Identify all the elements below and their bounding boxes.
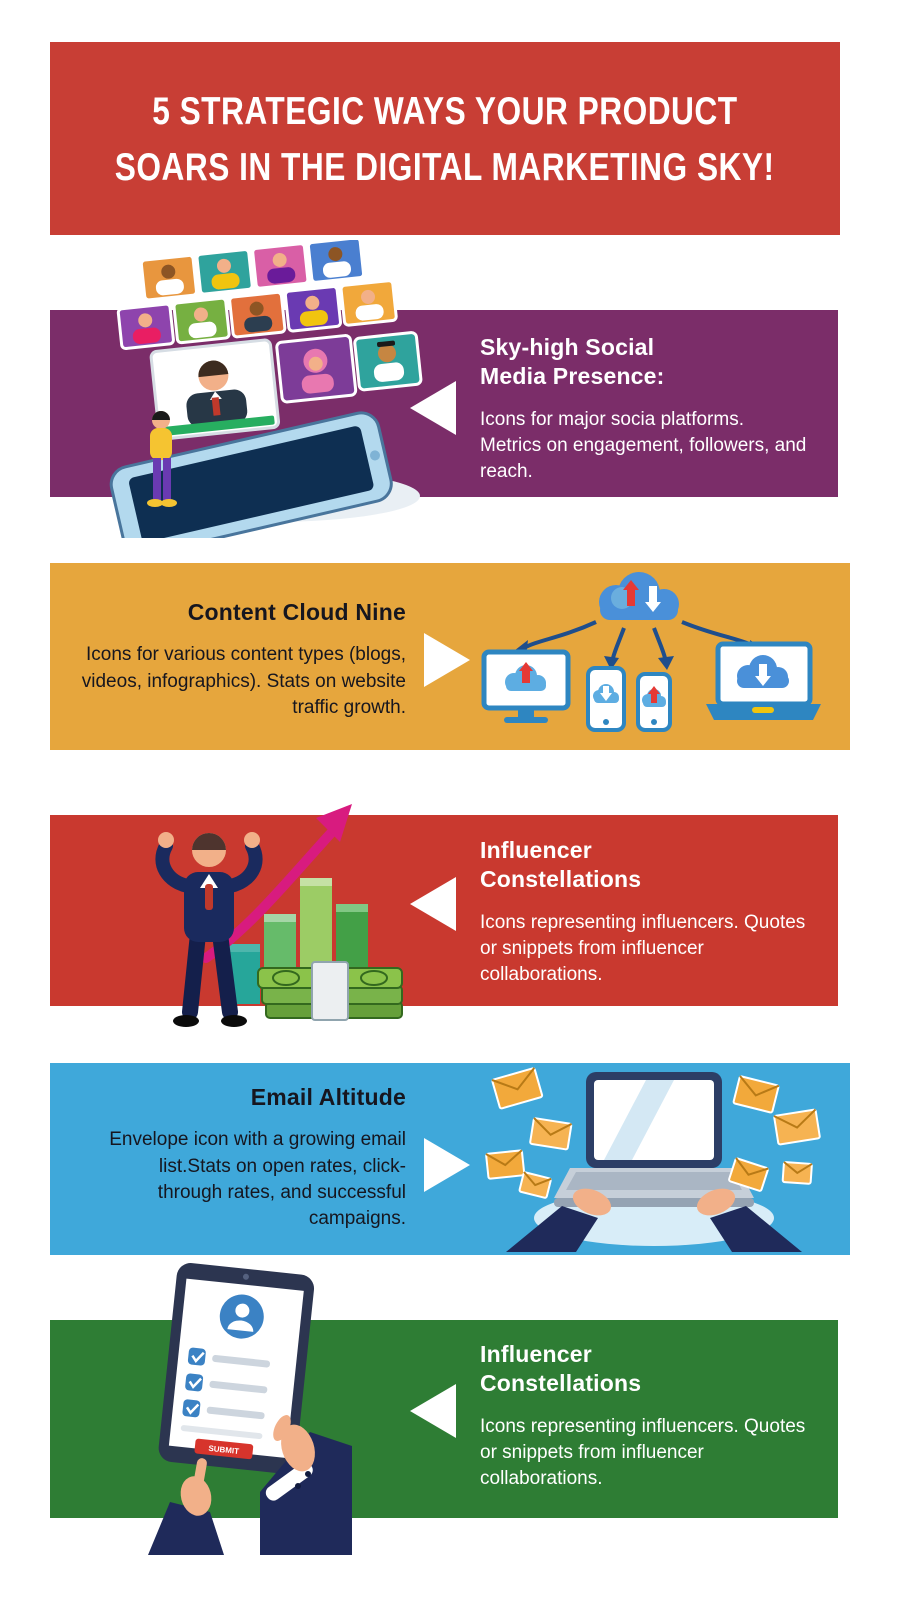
upload-arrow-icon	[623, 580, 639, 606]
arrow-left-icon	[410, 381, 456, 435]
content-distribution-illustration	[481, 572, 821, 732]
hands-typing	[506, 1188, 802, 1252]
section-title: Content Cloud Nine	[187, 599, 406, 625]
svg-text:SUBMIT: SUBMIT	[208, 1444, 240, 1456]
envelope-icons	[485, 1067, 821, 1199]
arrow-left-icon	[410, 877, 456, 931]
arrow-right-icon	[424, 1138, 470, 1192]
cloud-icon	[599, 572, 679, 620]
section-body: Icons representing influencers. Quotes o…	[480, 1415, 806, 1490]
businessman-icon	[155, 832, 263, 1027]
arrow-right-icon	[424, 633, 470, 687]
section-title: Influencer Constellations	[480, 1341, 642, 1397]
laptop-icon	[554, 1072, 754, 1207]
influencer-growth-illustration	[155, 804, 403, 1027]
influencer-text-block: Influencer Constellations Icons represen…	[480, 836, 815, 989]
email-campaign-illustration	[485, 1067, 821, 1252]
section-title: Email Altitude	[250, 1084, 406, 1110]
checklist	[180, 1347, 271, 1440]
tablet-checklist-illustration: SUBMIT	[148, 1263, 352, 1555]
featured-speaker-tile	[149, 338, 281, 441]
smartphone-icon	[109, 411, 393, 538]
video-call-grid	[116, 240, 423, 441]
header-title-line1: 5 Strategic Ways Your Product	[152, 88, 738, 132]
smartphone-download-icon	[586, 666, 626, 732]
profile-avatar-icon	[219, 1294, 264, 1339]
section-title: Sky-high Social Media Presence:	[480, 334, 665, 390]
influencer2-text-block: Influencer Constellations Icons represen…	[480, 1340, 815, 1493]
content-text-block: Content Cloud Nine Icons for various con…	[76, 598, 406, 721]
section-body: Envelope icon with a growing email list.…	[109, 1129, 406, 1230]
header-title-line2: Soars in the Digital Marketing Sky!	[115, 144, 775, 188]
monitor-icon	[481, 649, 571, 723]
section-body: Icons for major socia platforms. Metrics…	[480, 408, 807, 483]
email-text-block: Email Altitude Envelope icon with a grow…	[96, 1083, 406, 1232]
download-arrow-icon	[645, 586, 661, 612]
money-stack-icon	[257, 961, 403, 1021]
pointing-hand	[148, 1458, 224, 1555]
smartphone-upload-icon	[636, 672, 672, 732]
social-media-text-block: Sky-high Social Media Presence: Icons fo…	[480, 333, 810, 486]
section-body: Icons representing influencers. Quotes o…	[480, 911, 806, 986]
holding-hand	[260, 1415, 352, 1555]
submit-button: SUBMIT	[194, 1438, 254, 1460]
laptop-icon	[706, 641, 821, 720]
standing-person	[147, 411, 177, 507]
arrow-left-icon	[410, 1384, 456, 1438]
section-body: Icons for various content types (blogs, …	[81, 644, 406, 718]
section-title: Influencer Constellations	[480, 837, 642, 893]
tablet-icon	[158, 1263, 315, 1474]
social-media-illustration	[109, 240, 423, 538]
header-banner: 5 Strategic Ways Your Product Soars in t…	[50, 42, 840, 235]
